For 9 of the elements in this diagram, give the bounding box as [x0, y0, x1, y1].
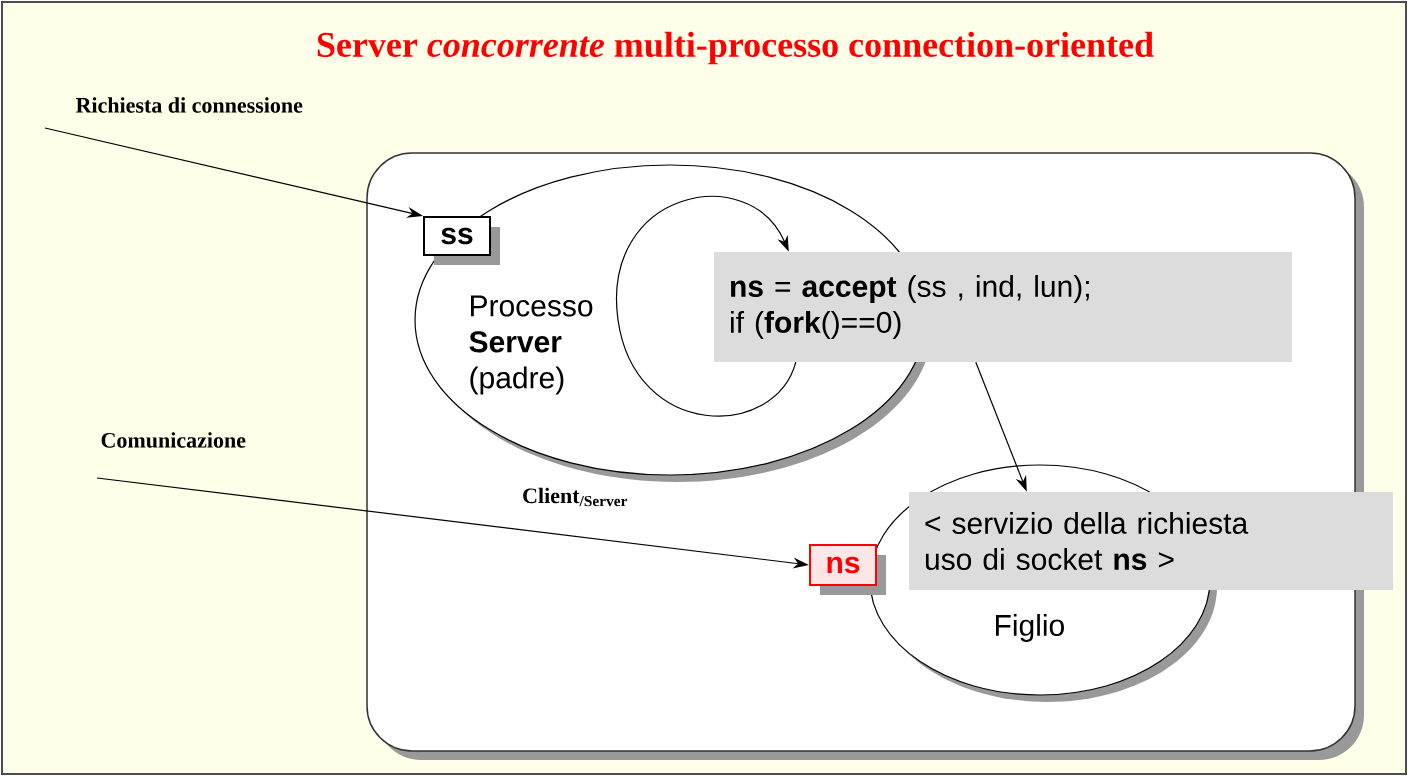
text-label: Richiesta di connessione — [75, 97, 303, 113]
socket-box: ns — [809, 544, 886, 595]
arrow — [616, 196, 797, 417]
code-box: < servizio della richiesta uso di socket ns > — [909, 492, 1393, 590]
title: Server concorrente multi-processo connection-oriented — [317, 31, 1154, 65]
code-box: ns = accept (ss , ind, lun); if (fork()==0) — [714, 252, 1292, 362]
socket-box: ss — [423, 216, 500, 265]
text-label: Comunicazione — [101, 432, 246, 448]
edge-label: Client$_{/Server}$ — [523, 487, 628, 507]
